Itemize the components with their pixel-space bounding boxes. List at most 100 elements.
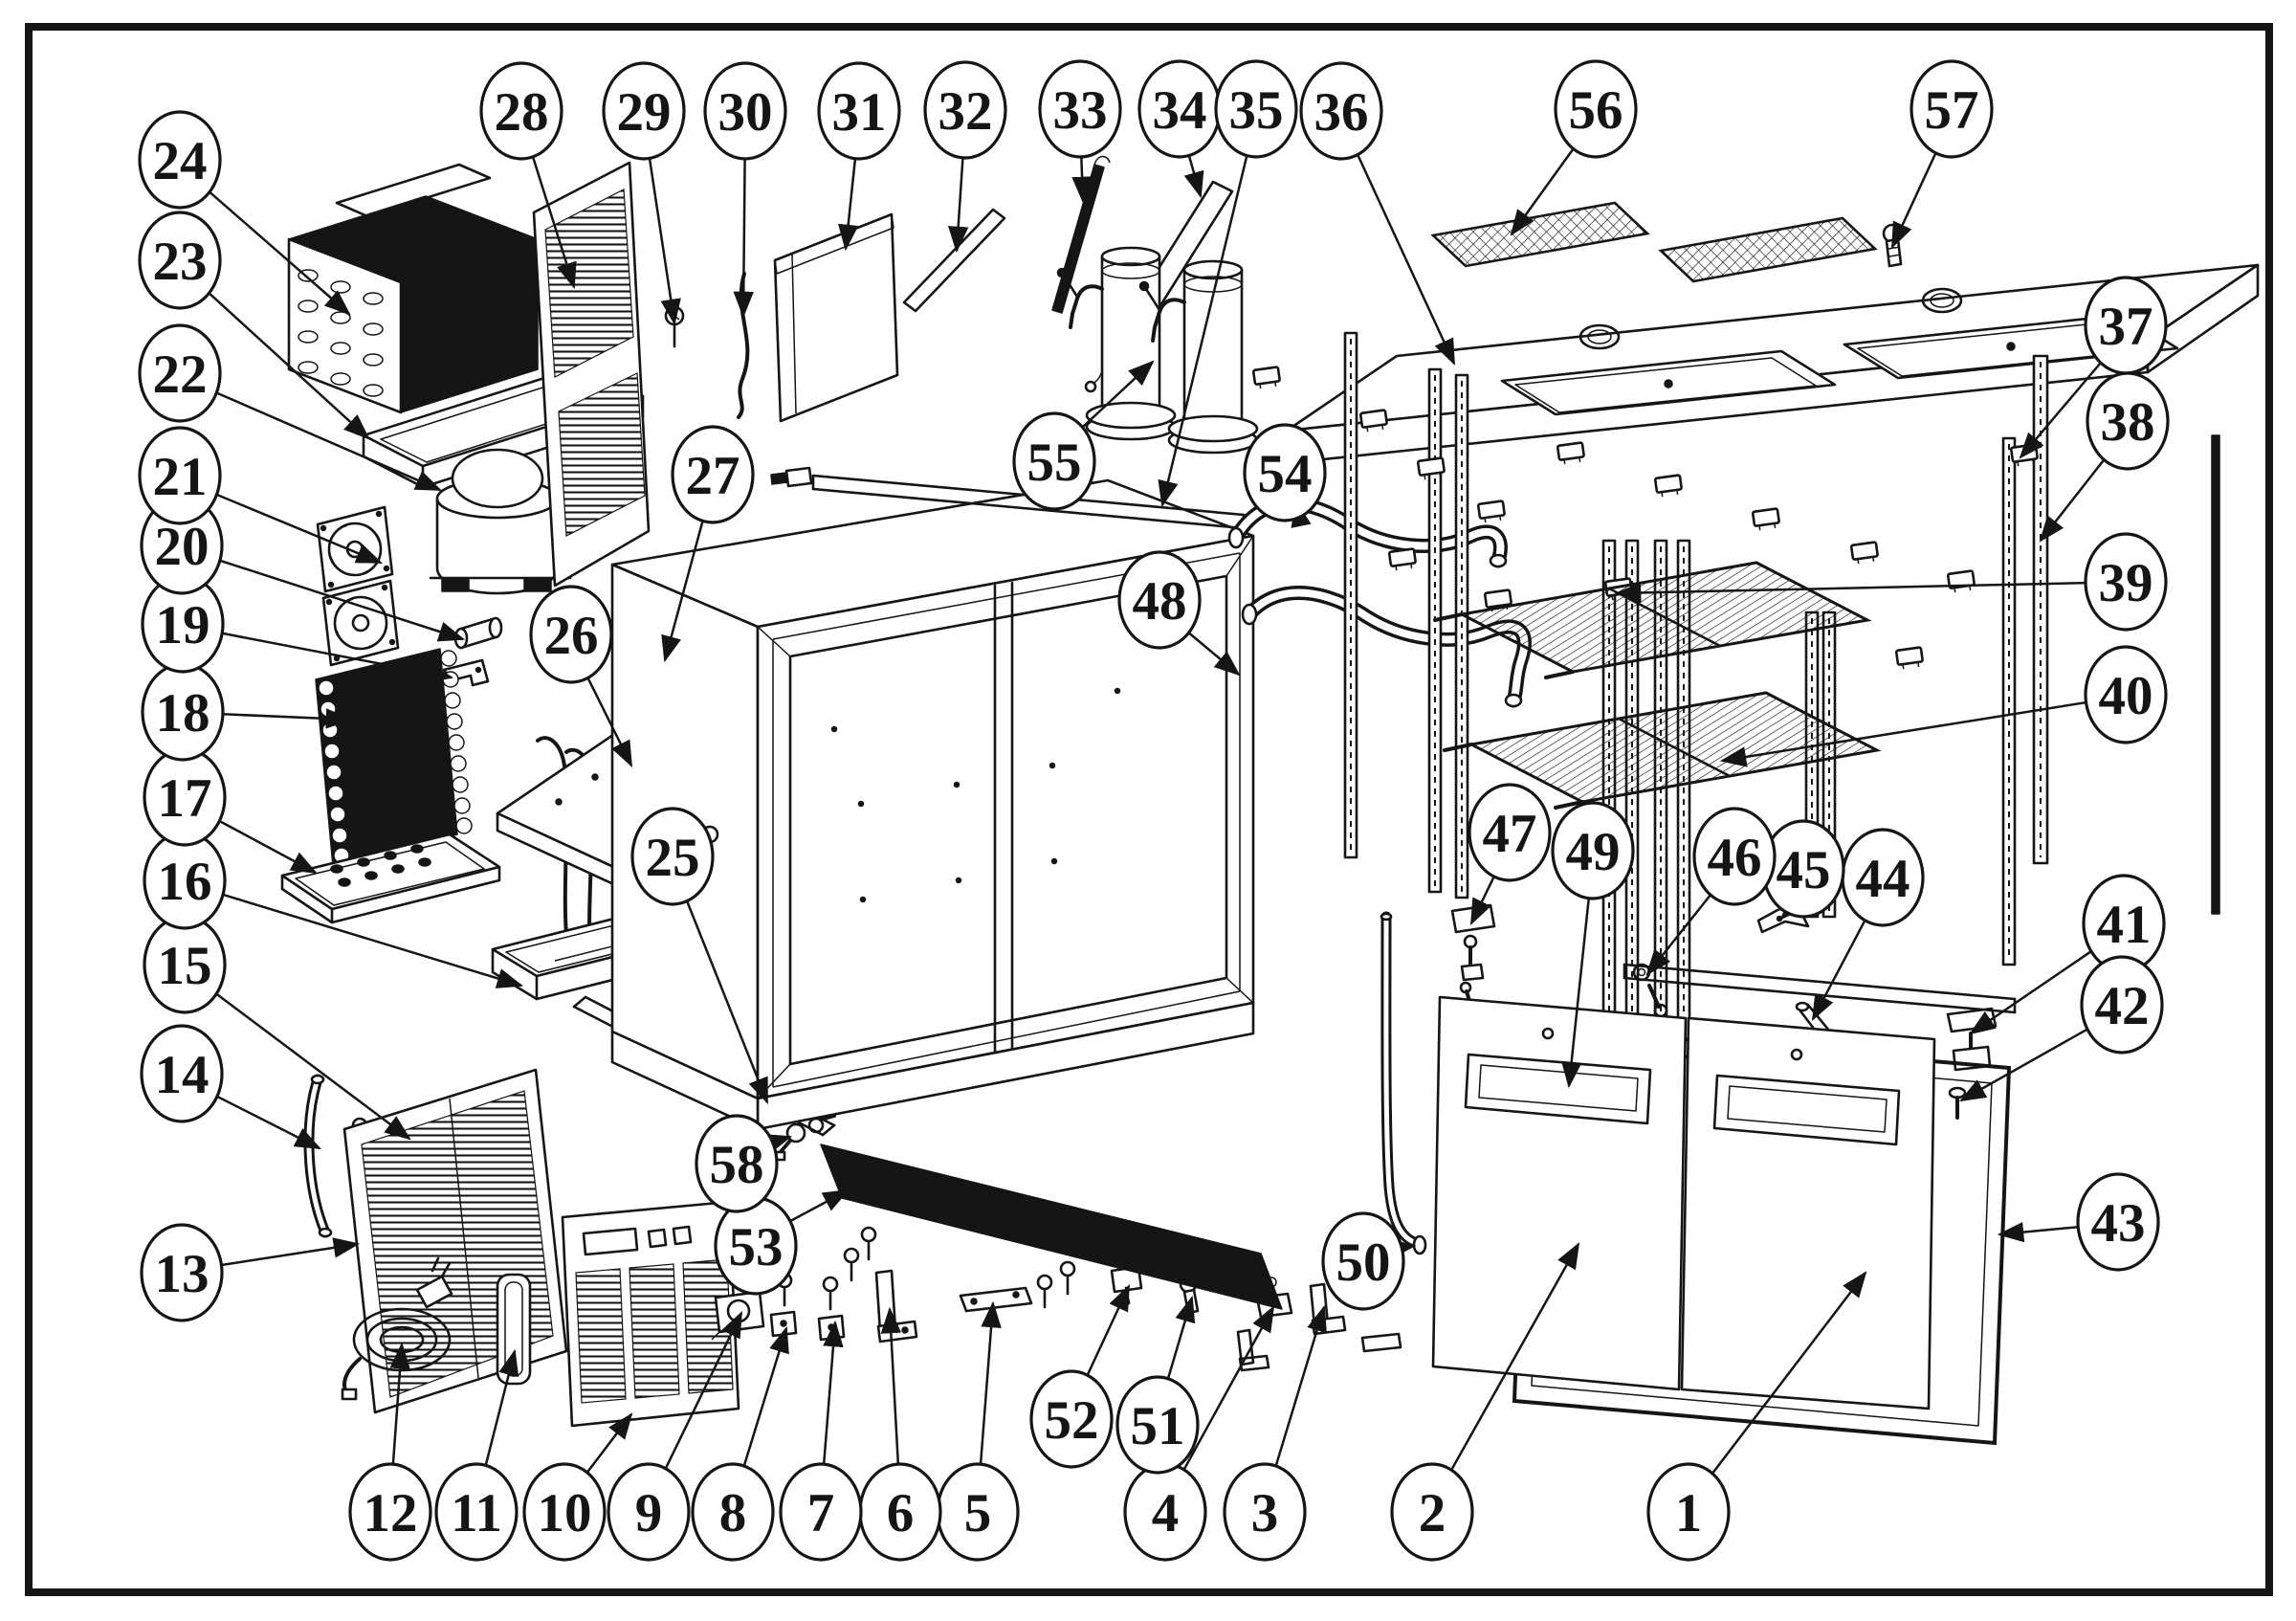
part-number-49: 49 — [1566, 822, 1621, 882]
leader-line-51 — [1166, 1295, 1196, 1380]
balloon-58 — [695, 1114, 779, 1213]
right-door-drawing — [1680, 1016, 1936, 1410]
callout-17: 17 — [143, 747, 318, 875]
callout-27: 27 — [661, 425, 755, 663]
door-strip-11-drawing — [496, 1273, 532, 1386]
leader-line-30 — [733, 158, 754, 319]
balloon-48 — [1117, 550, 1202, 650]
part-number-2: 2 — [1419, 1483, 1446, 1543]
balloon-43 — [2076, 1172, 2160, 1272]
balloon-35 — [1214, 59, 1298, 159]
leader-line-1 — [1711, 1271, 1867, 1475]
callout-21: 21 — [138, 426, 384, 565]
callout-44: 44 — [1811, 828, 1925, 1021]
part-number-22: 22 — [153, 344, 208, 405]
part-number-33: 33 — [1053, 80, 1108, 141]
balloon-1 — [1646, 1462, 1731, 1562]
callout-13: 13 — [140, 1223, 361, 1322]
leader-line-6 — [880, 1306, 902, 1465]
part-number-50: 50 — [1336, 1232, 1391, 1293]
balloon-36 — [1299, 61, 1383, 161]
callout-18: 18 — [141, 662, 353, 762]
part-number-54: 54 — [1258, 444, 1313, 504]
balloon-24 — [138, 110, 222, 210]
part-number-36: 36 — [1314, 82, 1369, 143]
balloon-9 — [607, 1462, 691, 1562]
callout-54: 54 — [1243, 423, 1327, 528]
leader-line-38 — [2039, 458, 2106, 543]
part-number-28: 28 — [495, 82, 549, 143]
callout-7: 7 — [779, 1320, 863, 1562]
leader-line-43 — [1997, 1221, 2079, 1243]
part-number-16: 16 — [158, 852, 212, 912]
callout-10: 10 — [522, 1412, 633, 1562]
callout-50: 50 — [1321, 1211, 1417, 1311]
callout-31: 31 — [817, 61, 901, 252]
leader-line-53 — [789, 1188, 850, 1223]
leader-line-26 — [586, 677, 633, 767]
leader-line-21 — [216, 493, 384, 565]
callout-51: 51 — [1115, 1295, 1200, 1475]
callout-24: 24 — [138, 110, 351, 316]
balloon-3 — [1223, 1462, 1307, 1562]
balloon-33 — [1038, 59, 1122, 159]
leader-line-49 — [1560, 898, 1590, 1089]
leader-line-32 — [947, 157, 969, 254]
rear-louvered-panel-drawing — [342, 1068, 568, 1414]
balloon-46 — [1692, 807, 1777, 906]
leader-line-52 — [1086, 1284, 1131, 1376]
part-number-7: 7 — [807, 1483, 835, 1543]
part-number-58: 58 — [710, 1135, 764, 1195]
callout-6: 6 — [858, 1306, 942, 1562]
part-number-57: 57 — [1925, 80, 1979, 141]
part-number-6: 6 — [887, 1483, 915, 1543]
callout-16: 16 — [143, 831, 524, 988]
part-number-53: 53 — [729, 1217, 784, 1277]
leader-line-50 — [1388, 1238, 1417, 1259]
part-number-27: 27 — [686, 446, 740, 506]
part-number-47: 47 — [1483, 804, 1537, 864]
callout-9: 9 — [607, 1311, 743, 1562]
callout-22: 22 — [138, 323, 443, 492]
part-number-42: 42 — [2095, 976, 2150, 1036]
part-number-14: 14 — [155, 1045, 210, 1105]
part-number-24: 24 — [153, 131, 208, 191]
part-number-18: 18 — [156, 683, 210, 744]
callout-45: 45 — [1761, 819, 1845, 921]
leader-line-33 — [1071, 156, 1093, 204]
callout-2: 2 — [1390, 1242, 1580, 1562]
callout-37: 37 — [2019, 276, 2168, 459]
leader-line-42 — [1959, 1028, 2088, 1102]
evaporator-coil-drawing — [315, 648, 473, 867]
part-number-11: 11 — [451, 1483, 502, 1543]
part-number-51: 51 — [1131, 1396, 1185, 1456]
callout-11: 11 — [434, 1348, 519, 1562]
leader-line-37 — [2019, 362, 2102, 459]
divider-louvered-panel-28-drawing — [532, 161, 651, 588]
part-number-44: 44 — [1856, 849, 1910, 909]
balloon-10 — [522, 1462, 607, 1562]
part-number-8: 8 — [719, 1483, 747, 1543]
leader-line-18 — [222, 708, 353, 729]
bottom-mat-drawing — [820, 1144, 1283, 1310]
balloon-47 — [1468, 783, 1552, 882]
part-number-21: 21 — [153, 447, 208, 507]
leader-line-41 — [1969, 950, 2092, 1035]
balloon-42 — [2080, 955, 2164, 1055]
balloon-30 — [703, 61, 787, 161]
leader-line-35 — [1158, 155, 1248, 508]
leader-line-29 — [648, 158, 681, 326]
callout-41: 41 — [1969, 874, 2166, 1035]
leader-line-4 — [1182, 1305, 1275, 1471]
part-number-9: 9 — [635, 1483, 663, 1543]
leader-line-10 — [585, 1412, 633, 1474]
callout-55: 55 — [1012, 360, 1155, 511]
balloon-28 — [479, 61, 563, 161]
balloon-26 — [529, 585, 613, 684]
leader-line-23 — [208, 292, 370, 440]
part-number-31: 31 — [832, 82, 887, 143]
callout-12: 12 — [348, 1342, 432, 1562]
callout-19: 19 — [141, 574, 454, 683]
